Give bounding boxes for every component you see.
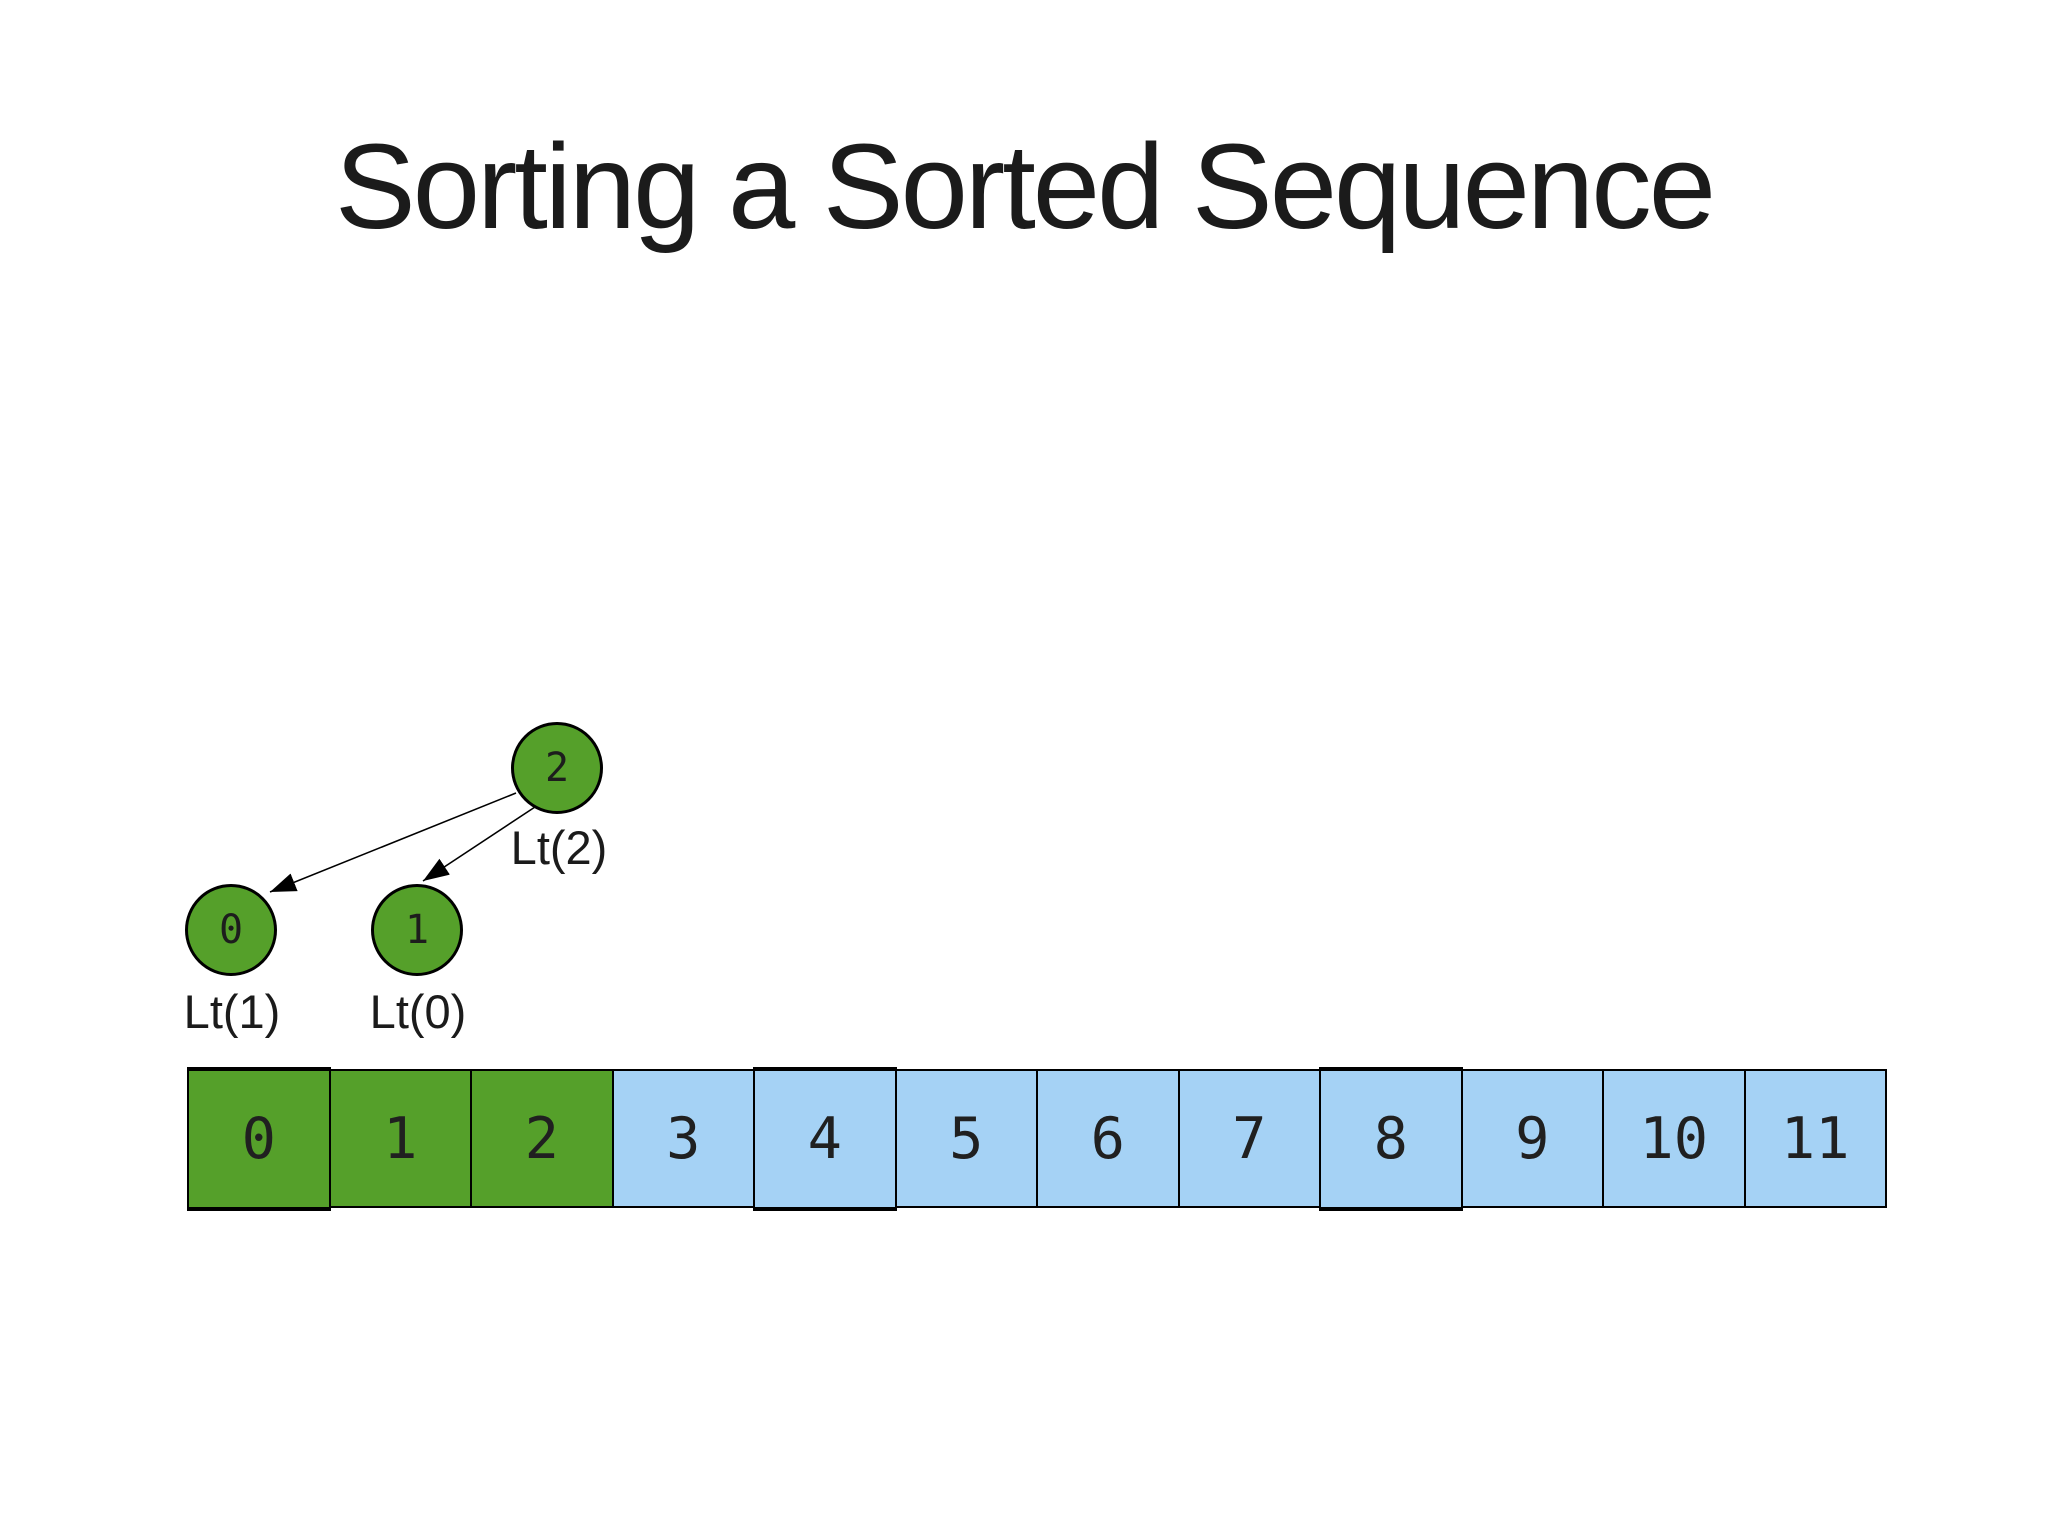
array-cell-10: 10 [1602,1069,1746,1208]
array-cell-3: 3 [611,1069,755,1208]
array-cell-5: 5 [894,1069,1038,1208]
array-cell-4: 4 [753,1067,897,1211]
tree-node-label: 0 [218,907,244,953]
array-cell-7: 7 [1177,1069,1321,1208]
page-title: Sorting a Sorted Sequence [334,118,1716,254]
node-tag-lt1: Lt(1) [183,985,281,1038]
tree-node-label: 2 [544,745,570,791]
array-cell-8: 8 [1319,1067,1463,1211]
node-tag-lt2: Lt(2) [510,821,608,874]
tree-node-2: 2 [511,722,603,814]
array-cell-2: 2 [470,1069,614,1208]
tree-node-label: 1 [404,907,430,953]
array-cell-6: 6 [1036,1069,1180,1208]
node-tag-lt0: Lt(0) [369,985,467,1038]
array-cell-0: 0 [187,1067,331,1211]
array-cell-1: 1 [328,1069,472,1208]
tree-node-1: 1 [371,884,463,976]
edge-2-to-0 [269,792,517,893]
array-cell-11: 11 [1743,1069,1887,1208]
tree-node-0: 0 [185,884,277,976]
array-cell-9: 9 [1460,1069,1604,1208]
sequence-array: 0 1 2 3 4 5 6 7 8 9 10 11 [187,1067,1887,1213]
